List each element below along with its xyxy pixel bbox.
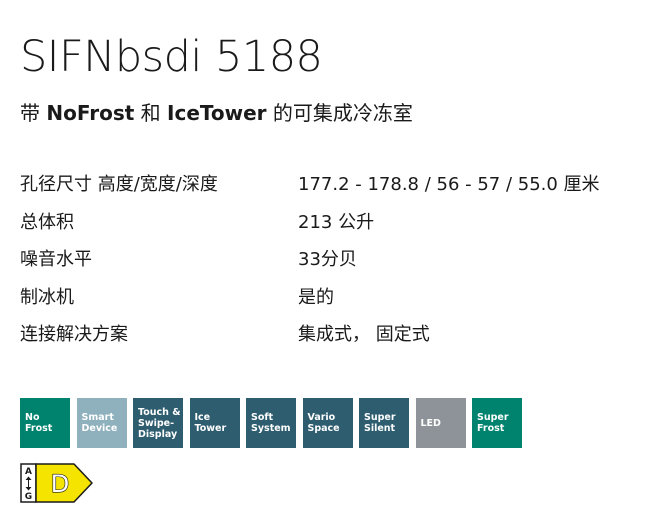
spec-row-icemaker: 制冰机 是的 bbox=[20, 284, 640, 322]
feature-label: Vario Space bbox=[307, 412, 340, 434]
feature-badge-icetower: Ice Tower bbox=[189, 398, 240, 448]
subtitle-part: 和 bbox=[134, 101, 168, 125]
spec-label: 孔径尺寸 高度/宽度/深度 bbox=[20, 174, 218, 195]
spec-value: 177.2 - 178.8 / 56 - 57 / 55.0 厘米 bbox=[298, 174, 600, 195]
subtitle-icetower: IceTower bbox=[167, 101, 267, 125]
feature-badge-superfrost: Super Frost bbox=[472, 398, 522, 448]
feature-badge-supersilent: Super Silent bbox=[359, 398, 409, 448]
feature-badge-softsystem: Soft System bbox=[246, 398, 296, 448]
spec-label: 噪音水平 bbox=[20, 249, 92, 270]
spec-row-noise: 噪音水平 33分贝 bbox=[20, 246, 640, 284]
feature-badge-led: LED bbox=[415, 398, 466, 448]
spec-row-dimensions: 孔径尺寸 高度/宽度/深度 177.2 - 178.8 / 56 - 57 / … bbox=[20, 171, 640, 209]
product-subtitle: 带 NoFrost 和 IceTower 的可集成冷冻室 bbox=[20, 100, 413, 126]
subtitle-part: 的可集成冷冻室 bbox=[266, 101, 413, 125]
spec-value: 是的 bbox=[298, 286, 334, 308]
spec-value: 213 公升 bbox=[298, 211, 375, 233]
feature-label: LED bbox=[420, 417, 441, 429]
spec-value: 集成式， 固定式 bbox=[298, 324, 430, 345]
spec-row-volume: 总体积 213 公升 bbox=[20, 209, 640, 247]
energy-scale-bottom: G bbox=[25, 492, 32, 502]
feature-badge-touchswipe: Touch & Swipe- Display bbox=[133, 398, 183, 448]
subtitle-nofrost: NoFrost bbox=[46, 101, 135, 125]
spec-value: 33分贝 bbox=[298, 249, 357, 270]
energy-class-letter: D bbox=[51, 470, 69, 498]
energy-scale-top: A bbox=[25, 467, 32, 477]
feature-label: Touch & Swipe- Display bbox=[138, 406, 181, 440]
feature-label: Smart Device bbox=[81, 412, 118, 434]
feature-label: Soft System bbox=[251, 412, 291, 434]
spec-table: 孔径尺寸 高度/宽度/深度 177.2 - 178.8 / 56 - 57 / … bbox=[20, 171, 640, 359]
feature-badge-nofrost: No Frost bbox=[20, 398, 70, 448]
feature-label: Super Silent bbox=[364, 412, 396, 434]
product-title: SIFNbsdi 5188 bbox=[20, 32, 323, 82]
feature-label: Ice Tower bbox=[194, 412, 227, 434]
feature-label: Super Frost bbox=[477, 412, 509, 434]
feature-badge-smartdevice: Smart Device bbox=[76, 398, 127, 448]
energy-class-arrow bbox=[35, 463, 93, 503]
feature-badge-variospace: Vario Space bbox=[302, 398, 353, 448]
spec-label: 连接解决方案 bbox=[20, 324, 128, 345]
feature-label: No Frost bbox=[25, 412, 53, 434]
energy-label-icon: A G D bbox=[20, 463, 95, 503]
subtitle-part: 带 bbox=[20, 101, 47, 125]
spec-row-installation: 连接解决方案 集成式， 固定式 bbox=[20, 321, 640, 359]
spec-label: 制冰机 bbox=[20, 286, 74, 308]
spec-label: 总体积 bbox=[20, 211, 74, 233]
